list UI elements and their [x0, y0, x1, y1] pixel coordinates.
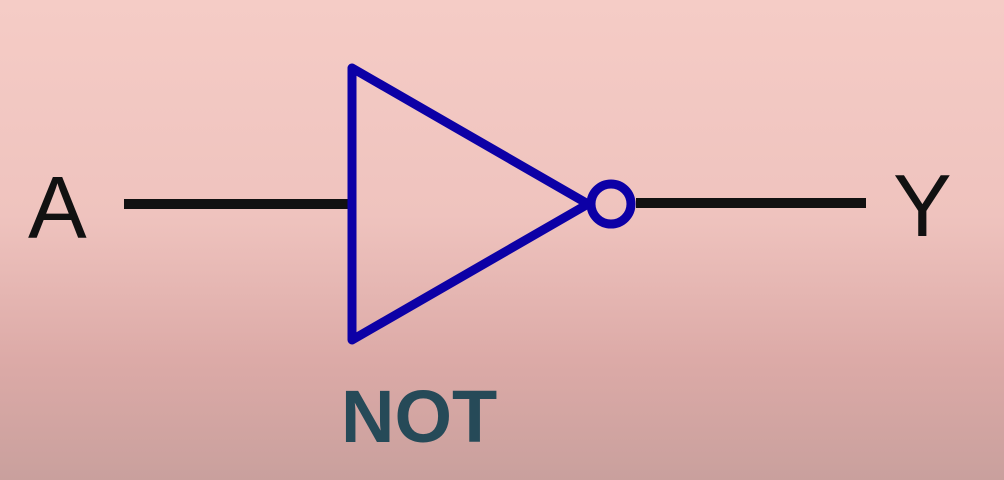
output-label-y: Y — [893, 156, 952, 255]
gate-name-label: NOT — [341, 375, 497, 458]
input-label-a: A — [28, 158, 87, 257]
not-gate-triangle — [347, 63, 593, 345]
inversion-bubble — [586, 179, 636, 229]
